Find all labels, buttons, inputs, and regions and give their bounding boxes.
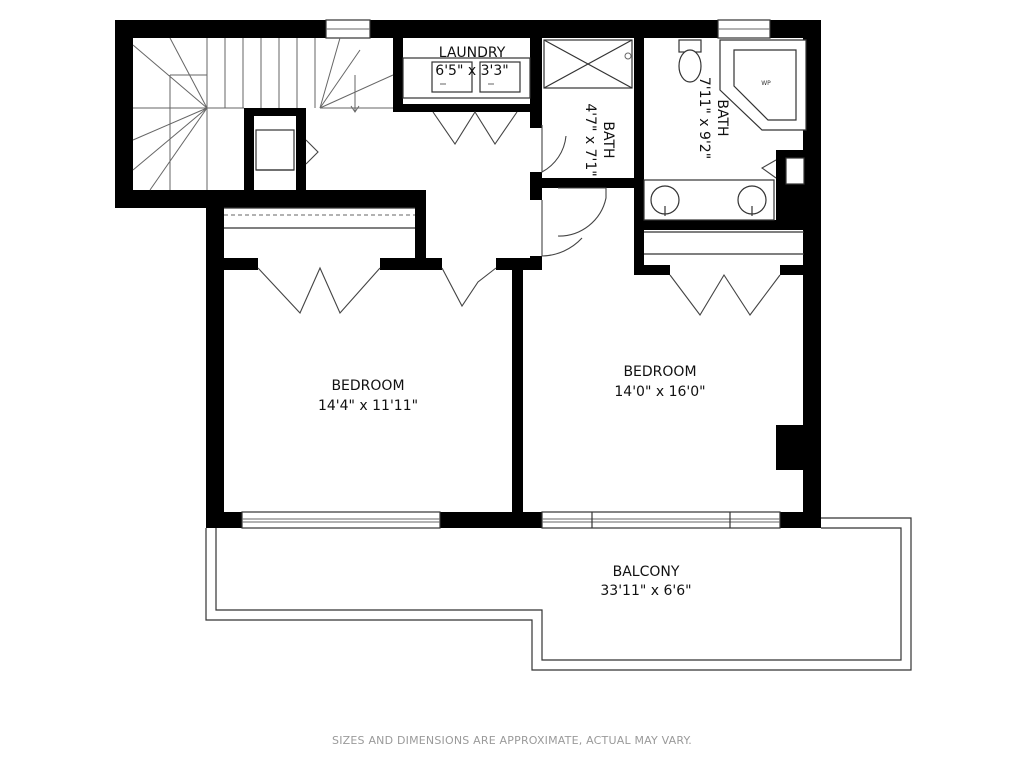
hall-door [541, 200, 583, 257]
master-bath-dims: 7'11" x 9'2" [696, 77, 712, 159]
small-bath-name: BATH [600, 121, 616, 158]
balcony-outline [205, 517, 912, 671]
bedroom-left-name: BEDROOM [331, 378, 404, 394]
master-bath-label: BATH 7'11" x 9'2" [696, 77, 730, 159]
small-bath-label: BATH 4'7" x 7'1" [582, 103, 616, 176]
disclaimer-text: SIZES AND DIMENSIONS ARE APPROXIMATE, AC… [332, 734, 692, 747]
small-bath-shower [541, 39, 633, 237]
laundry-name: LAUNDRY [439, 45, 506, 61]
room-labels: LAUNDRY 6'5" x 3'3" BATH 4'7" x 7'1" BAT… [318, 45, 730, 599]
master-bath-name: BATH [714, 99, 730, 136]
laundry-dims: 6'5" x 3'3" [435, 63, 508, 79]
tub-label: WP [761, 80, 771, 87]
hall-shelf [224, 207, 415, 229]
bedroom-right-dims: 14'0" x 16'0" [614, 384, 705, 400]
bedroom-left-dims: 14'4" x 11'11" [318, 398, 418, 414]
bedroom-right-name: BEDROOM [623, 364, 696, 380]
staircase [132, 37, 394, 191]
walls [115, 20, 821, 528]
stair-closet [255, 129, 319, 171]
laundry-machines [402, 57, 531, 146]
master-bath-fixtures: WP [643, 39, 807, 221]
bedroom-left-closet-doors [257, 266, 497, 315]
windows [325, 19, 771, 39]
bedroom-right-closet [644, 231, 804, 316]
small-bath-dims: 4'7" x 7'1" [582, 103, 598, 176]
balcony-dims: 33'11" x 6'6" [600, 583, 691, 599]
balcony-name: BALCONY [613, 564, 680, 580]
sliding-doors [241, 511, 781, 529]
